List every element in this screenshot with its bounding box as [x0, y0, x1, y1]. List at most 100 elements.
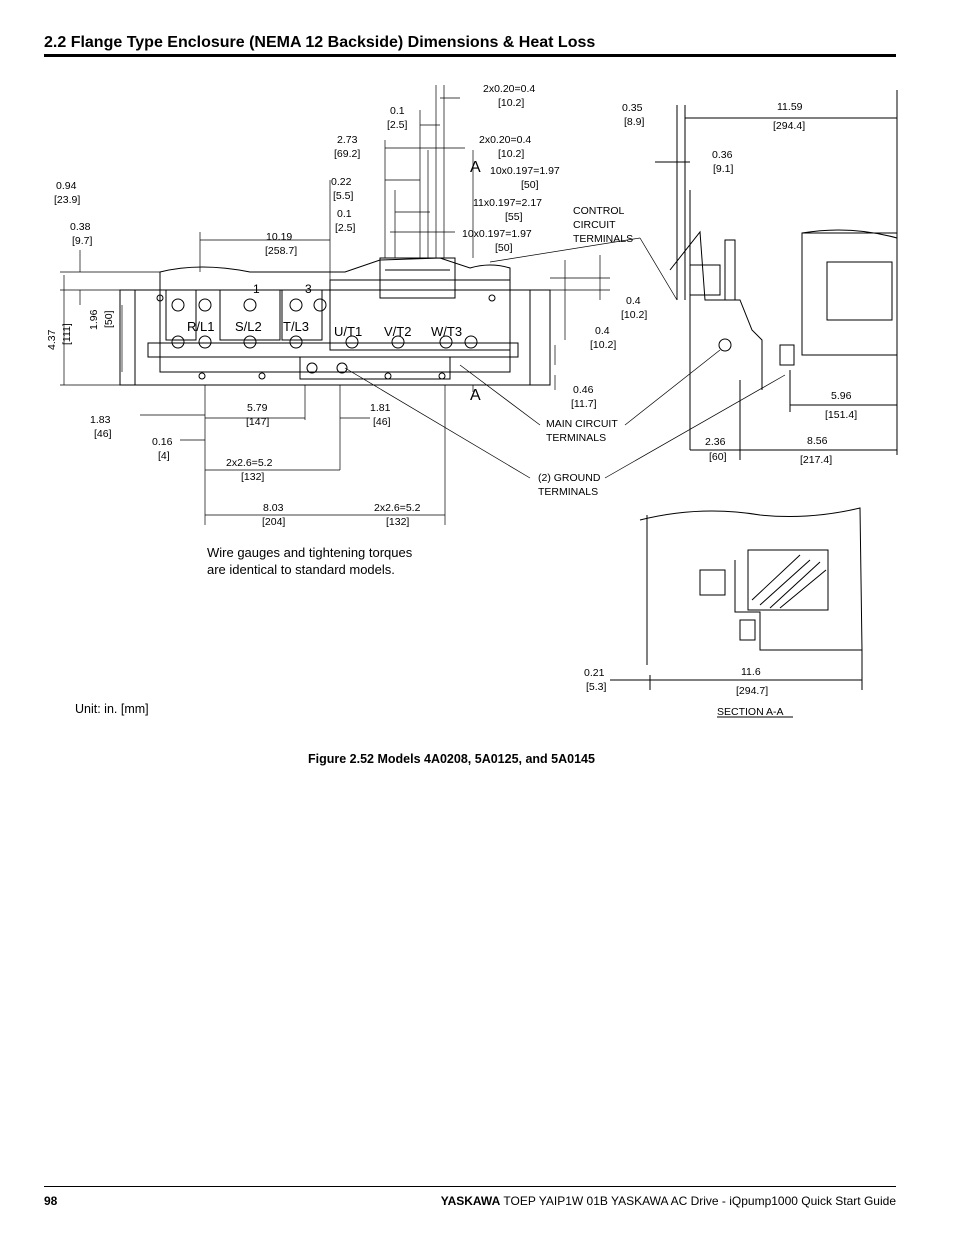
- svg-text:0.36: 0.36: [712, 149, 733, 161]
- svg-text:MAIN CIRCUIT: MAIN CIRCUIT: [546, 418, 618, 430]
- front-view: [119, 257, 551, 386]
- svg-text:[55]: [55]: [505, 211, 523, 223]
- side-view: [655, 90, 898, 460]
- svg-text:5.96: 5.96: [831, 390, 852, 402]
- svg-text:5.79: 5.79: [247, 402, 268, 414]
- svg-text:V/T2: V/T2: [384, 324, 411, 339]
- svg-text:[10.2]: [10.2]: [590, 339, 616, 351]
- dimension-lines-front: [60, 85, 610, 525]
- svg-text:0.4: 0.4: [626, 295, 641, 307]
- svg-text:0.1: 0.1: [337, 208, 352, 220]
- svg-text:SECTION A-A: SECTION A-A: [717, 706, 784, 718]
- svg-text:2.36: 2.36: [705, 436, 726, 448]
- svg-text:0.4: 0.4: [595, 325, 610, 337]
- svg-text:2x0.20=0.4: 2x0.20=0.4: [483, 83, 535, 95]
- svg-text:A: A: [470, 159, 481, 176]
- svg-text:[147]: [147]: [246, 416, 269, 428]
- svg-text:[50]: [50]: [103, 310, 115, 328]
- header-rule: [44, 54, 896, 57]
- svg-text:1.83: 1.83: [90, 414, 111, 426]
- svg-text:[2.5]: [2.5]: [387, 119, 408, 131]
- svg-text:[46]: [46]: [373, 416, 391, 428]
- svg-text:[151.4]: [151.4]: [825, 409, 857, 421]
- svg-text:[294.7]: [294.7]: [736, 685, 768, 697]
- svg-text:[10.2]: [10.2]: [498, 148, 524, 160]
- svg-text:11.6: 11.6: [741, 666, 761, 678]
- svg-text:[9.1]: [9.1]: [713, 163, 734, 175]
- svg-text:2.73: 2.73: [337, 134, 358, 146]
- svg-text:0.94: 0.94: [56, 180, 77, 192]
- svg-text:0.38: 0.38: [70, 221, 91, 233]
- wire-gauge-note: Wire gauges and tightening torques are i…: [207, 545, 413, 577]
- svg-text:1.81: 1.81: [370, 402, 391, 414]
- svg-text:CIRCUIT: CIRCUIT: [573, 219, 616, 231]
- svg-text:4.37: 4.37: [46, 329, 58, 350]
- svg-text:[5.3]: [5.3]: [586, 681, 607, 693]
- svg-text:0.21: 0.21: [584, 667, 605, 679]
- unit-label: Unit: in. [mm]: [75, 702, 149, 716]
- terminal-labels: R/L1 S/L2 T/L3 U/T1 V/T2 W/T3 1 3: [187, 282, 462, 339]
- figure-caption: Figure 2.52 Models 4A0208, 5A0125, and 5…: [308, 752, 595, 766]
- svg-text:[8.9]: [8.9]: [624, 116, 645, 128]
- svg-text:0.46: 0.46: [573, 384, 594, 396]
- svg-text:2x0.20=0.4: 2x0.20=0.4: [479, 134, 531, 146]
- svg-text:0.1: 0.1: [390, 105, 405, 117]
- svg-text:10x0.197=1.97: 10x0.197=1.97: [490, 165, 560, 177]
- footer-text: YASKAWA TOEP YAIP1W 01B YASKAWA AC Drive…: [440, 1194, 896, 1208]
- svg-text:TERMINALS: TERMINALS: [546, 432, 606, 444]
- svg-text:TERMINALS: TERMINALS: [573, 233, 633, 245]
- svg-text:[258.7]: [258.7]: [265, 245, 297, 257]
- svg-text:[60]: [60]: [709, 451, 727, 463]
- svg-text:[5.5]: [5.5]: [333, 190, 354, 202]
- svg-text:2x2.6=5.2: 2x2.6=5.2: [374, 502, 421, 514]
- callout-labels: CONTROL CIRCUIT TERMINALS MAIN CIRCUIT T…: [470, 159, 784, 718]
- svg-text:U/T1: U/T1: [334, 324, 362, 339]
- svg-text:[132]: [132]: [241, 471, 264, 483]
- svg-text:T/L3: T/L3: [283, 319, 309, 334]
- page-number: 98: [44, 1194, 58, 1208]
- svg-text:0.35: 0.35: [622, 102, 643, 114]
- svg-text:[11.7]: [11.7]: [571, 398, 597, 410]
- svg-text:[10.2]: [10.2]: [498, 97, 524, 109]
- svg-text:11x0.197=2.17: 11x0.197=2.17: [473, 197, 542, 209]
- svg-text:[132]: [132]: [386, 516, 409, 528]
- svg-text:CONTROL: CONTROL: [573, 205, 624, 217]
- svg-text:11.59: 11.59: [777, 101, 803, 113]
- svg-text:[46]: [46]: [94, 428, 112, 440]
- svg-text:8.56: 8.56: [807, 435, 828, 447]
- svg-text:8.03: 8.03: [263, 502, 284, 514]
- section-a-a-view: [610, 507, 863, 718]
- section-title: 2.2 Flange Type Enclosure (NEMA 12 Backs…: [44, 34, 596, 51]
- svg-text:[294.4]: [294.4]: [773, 120, 805, 132]
- svg-text:1: 1: [253, 282, 260, 296]
- svg-text:[111]: [111]: [61, 323, 73, 345]
- dimension-drawing: 2x0.20=0.4 [10.2] 0.1 [2.5] 2.73 [69.2] …: [46, 83, 898, 718]
- svg-text:[2.5]: [2.5]: [335, 222, 356, 234]
- svg-text:[50]: [50]: [521, 179, 539, 191]
- svg-text:W/T3: W/T3: [431, 324, 462, 339]
- svg-text:A: A: [470, 387, 481, 404]
- svg-text:2x2.6=5.2: 2x2.6=5.2: [226, 457, 273, 469]
- svg-text:TERMINALS: TERMINALS: [538, 486, 598, 498]
- svg-text:[204]: [204]: [262, 516, 285, 528]
- dimension-texts: 2x0.20=0.4 [10.2] 0.1 [2.5] 2.73 [69.2] …: [46, 83, 857, 697]
- svg-text:[9.7]: [9.7]: [72, 235, 93, 247]
- leader-lines: [344, 237, 786, 479]
- header: 2.2 Flange Type Enclosure (NEMA 12 Backs…: [44, 33, 896, 53]
- svg-text:[4]: [4]: [158, 450, 170, 462]
- svg-text:[10.2]: [10.2]: [621, 309, 647, 321]
- svg-text:10x0.197=1.97: 10x0.197=1.97: [462, 228, 532, 240]
- footer-rule: [44, 1186, 896, 1187]
- svg-text:3: 3: [305, 282, 312, 296]
- svg-text:10.19: 10.19: [266, 231, 292, 243]
- svg-text:[69.2]: [69.2]: [334, 148, 360, 160]
- svg-text:1.96: 1.96: [88, 309, 100, 330]
- svg-text:S/L2: S/L2: [235, 319, 262, 334]
- svg-text:[50]: [50]: [495, 242, 513, 254]
- svg-text:[217.4]: [217.4]: [800, 454, 832, 466]
- svg-text:R/L1: R/L1: [187, 319, 214, 334]
- svg-text:0.22: 0.22: [331, 176, 352, 188]
- svg-text:[23.9]: [23.9]: [54, 194, 80, 206]
- svg-text:(2) GROUND: (2) GROUND: [538, 472, 601, 484]
- svg-text:0.16: 0.16: [152, 436, 173, 448]
